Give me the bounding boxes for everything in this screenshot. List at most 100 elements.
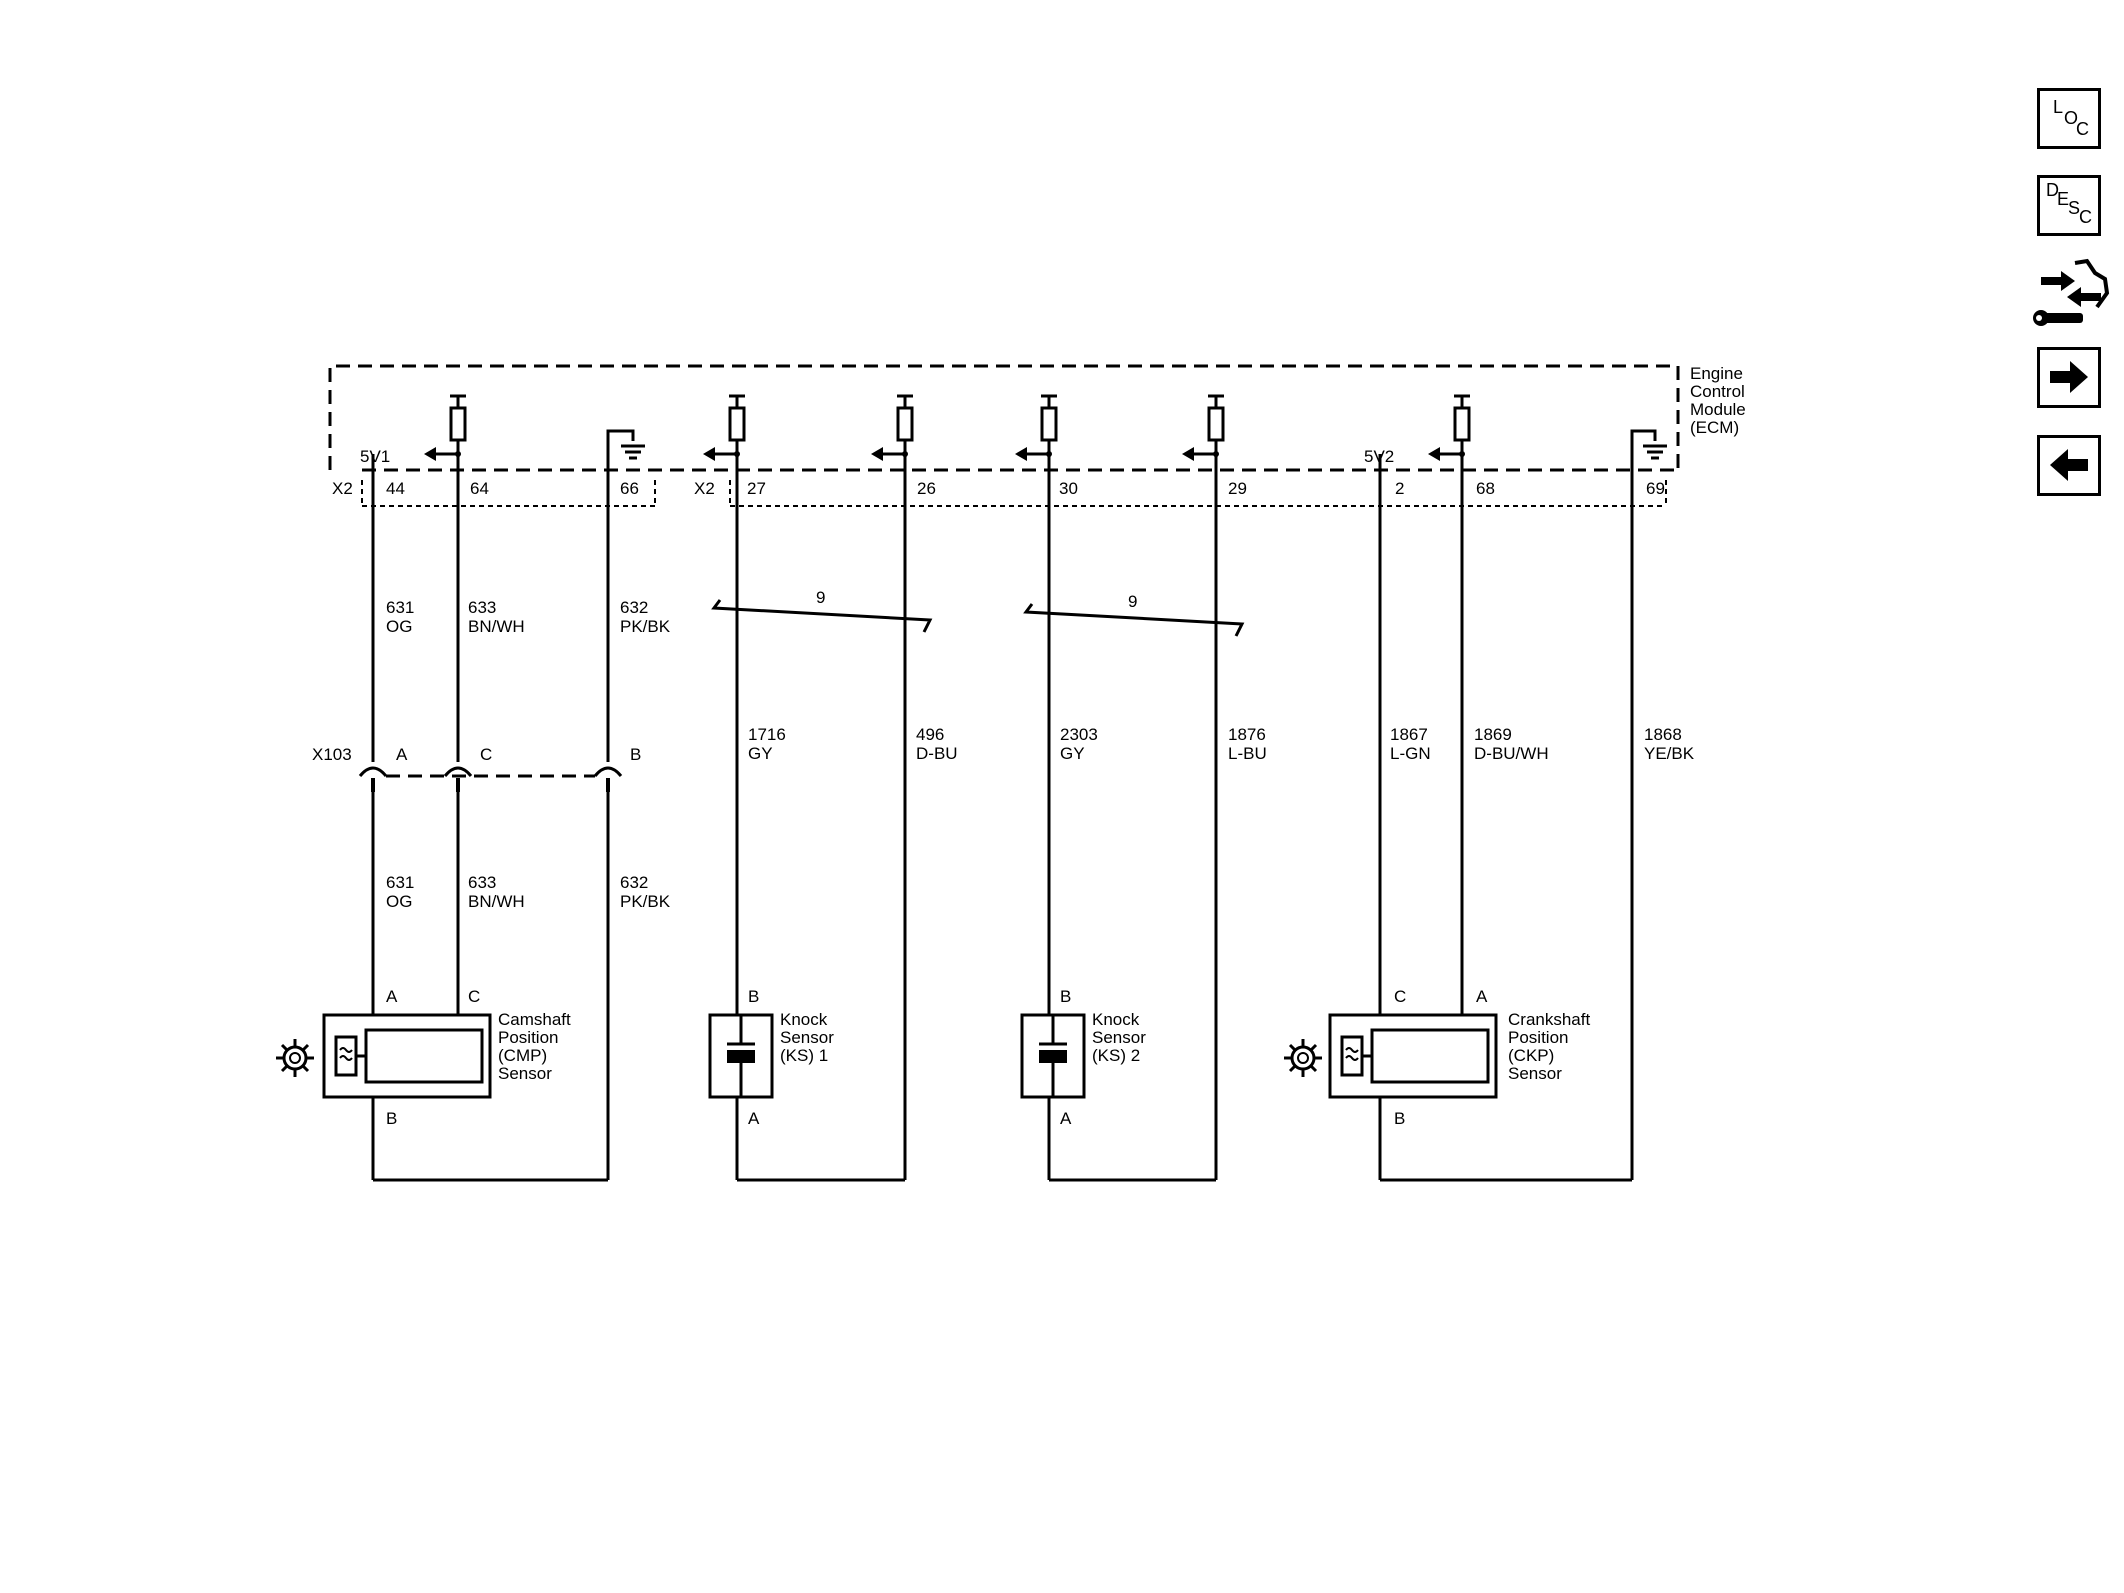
wire-631-upper-circuit: 631	[386, 598, 414, 617]
ks1-pin-b: B	[748, 987, 759, 1006]
wire-1876-circuit: 1876	[1228, 725, 1266, 744]
connector-tool-button[interactable]	[2031, 255, 2111, 333]
wire-1716-color: GY	[748, 744, 773, 763]
ckp-sensor	[1328, 1013, 1498, 1099]
ks2-label-line-2: Sensor	[1092, 1028, 1146, 1047]
ks2-label-line-3: (KS) 2	[1092, 1046, 1140, 1065]
loc-letter-o: O	[2064, 108, 2078, 128]
previous-button[interactable]	[2037, 435, 2101, 496]
connector-x2-mid: X2	[694, 479, 715, 498]
ecm-label-line-2: Control	[1690, 382, 1745, 401]
connector-x103: X103	[312, 745, 352, 764]
wire-1869-color: D-BU/WH	[1474, 744, 1549, 763]
wire-633-lower-color: BN/WH	[468, 892, 525, 911]
ckp-pin-b: B	[1394, 1109, 1405, 1128]
ks1-label-line-1: Knock	[780, 1010, 828, 1029]
wire-496-circuit: 496	[916, 725, 944, 744]
wire-631-lower-circuit: 631	[386, 873, 414, 892]
wire-1869-circuit: 1869	[1474, 725, 1512, 744]
ckp-label-line-4: Sensor	[1508, 1064, 1562, 1083]
wire-1867-circuit: 1867	[1390, 725, 1428, 744]
loc-letter-l: L	[2053, 97, 2063, 117]
inline-connector-x103	[358, 766, 623, 794]
desc-letter-c: C	[2079, 207, 2092, 227]
cmp-sensor	[322, 1013, 492, 1099]
wire-632-lower-circuit: 632	[620, 873, 648, 892]
pin-44: 44	[386, 479, 405, 498]
pin-29: 29	[1228, 479, 1247, 498]
x103-pin-b: B	[630, 745, 641, 764]
ckp-label-line-1: Crankshaft	[1508, 1010, 1590, 1029]
twist-label-ks2: 9	[1128, 592, 1137, 611]
pin-27: 27	[747, 479, 766, 498]
location-button[interactable]: L O C	[2037, 88, 2101, 149]
desc-letter-e: E	[2057, 189, 2069, 209]
wire-631-upper-color: OG	[386, 617, 412, 636]
knock-sensor-1	[708, 1013, 774, 1099]
pin-66: 66	[620, 479, 639, 498]
wire-631-lower-color: OG	[386, 892, 412, 911]
cmp-pin-c: C	[468, 987, 480, 1006]
pin-30: 30	[1059, 479, 1078, 498]
wire-632-upper-color: PK/BK	[620, 617, 671, 636]
arrow-left-icon	[2050, 449, 2088, 481]
pin-68: 68	[1476, 479, 1495, 498]
ecm-module	[328, 364, 1680, 507]
ecm-label-line-3: Module	[1690, 400, 1746, 419]
knock-sensor-2	[1020, 1013, 1086, 1099]
ref-5v2: 5V2	[1364, 447, 1394, 466]
wire-632-upper-circuit: 632	[620, 598, 648, 617]
pin-69: 69	[1646, 479, 1665, 498]
wire-633-upper-color: BN/WH	[468, 617, 525, 636]
pin-64: 64	[470, 479, 489, 498]
ref-5v1: 5V1	[360, 447, 390, 466]
x103-pin-a: A	[396, 745, 408, 764]
ks1-label-line-2: Sensor	[780, 1028, 834, 1047]
wire-1868-color: YE/BK	[1644, 744, 1695, 763]
wire-runs	[371, 454, 1634, 1182]
connector-tool-icon	[2033, 258, 2110, 326]
description-button[interactable]: D E S C	[2037, 175, 2101, 236]
ks2-label-line-1: Knock	[1092, 1010, 1140, 1029]
wire-1867-color: L-GN	[1390, 744, 1431, 763]
ecm-label-line-1: Engine	[1690, 364, 1743, 383]
wire-1876-color: L-BU	[1228, 744, 1267, 763]
ks2-pin-a: A	[1060, 1109, 1072, 1128]
wire-633-lower-circuit: 633	[468, 873, 496, 892]
wire-633-upper-circuit: 633	[468, 598, 496, 617]
wire-2303-circuit: 2303	[1060, 725, 1098, 744]
cmp-pin-a: A	[386, 987, 398, 1006]
cmp-label-line-2: Position	[498, 1028, 558, 1047]
twist-label-ks1: 9	[816, 588, 825, 607]
wire-1868-circuit: 1868	[1644, 725, 1682, 744]
x103-pin-c: C	[480, 745, 492, 764]
arrow-right-icon	[2050, 361, 2088, 393]
wire-2303-color: GY	[1060, 744, 1085, 763]
ckp-label-line-2: Position	[1508, 1028, 1568, 1047]
ks2-pin-b: B	[1060, 987, 1071, 1006]
pin-2: 2	[1395, 479, 1404, 498]
loc-letter-c: C	[2076, 119, 2089, 139]
ckp-pin-c: C	[1394, 987, 1406, 1006]
cmp-label-line-4: Sensor	[498, 1064, 552, 1083]
ks1-label-line-3: (KS) 1	[780, 1046, 828, 1065]
ckp-pin-a: A	[1476, 987, 1488, 1006]
pin-26: 26	[917, 479, 936, 498]
connector-x2-left: X2	[332, 479, 353, 498]
next-button[interactable]	[2037, 347, 2101, 408]
desc-letter-d: D	[2046, 180, 2059, 200]
ecm-internal-symbols	[371, 394, 1669, 470]
wire-496-color: D-BU	[916, 744, 958, 763]
wire-632-lower-color: PK/BK	[620, 892, 671, 911]
gear-icon	[274, 1037, 316, 1079]
cmp-label-line-1: Camshaft	[498, 1010, 571, 1029]
desc-letter-s: S	[2068, 198, 2080, 218]
ckp-label-line-3: (CKP)	[1508, 1046, 1554, 1065]
ecm-label-line-4: (ECM)	[1690, 418, 1739, 437]
wire-1716-circuit: 1716	[748, 725, 786, 744]
gear-icon	[1282, 1037, 1324, 1079]
cmp-pin-b: B	[386, 1109, 397, 1128]
cmp-label-line-3: (CMP)	[498, 1046, 547, 1065]
ks1-pin-a: A	[748, 1109, 760, 1128]
